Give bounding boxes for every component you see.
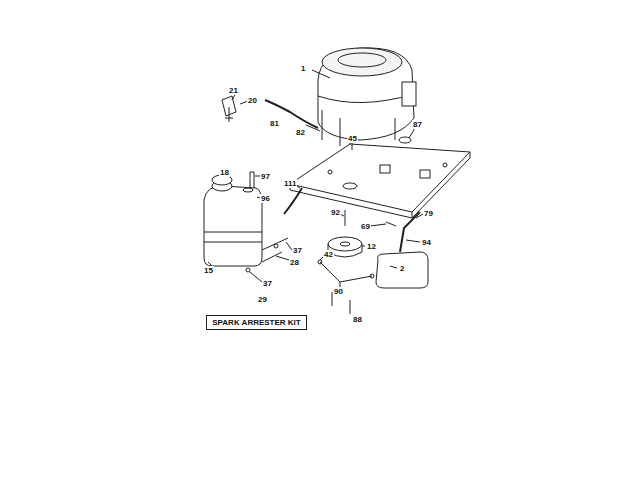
callout-number: 29 <box>257 295 268 304</box>
callout-number: 2 <box>399 264 405 273</box>
callout-number: 97 <box>260 172 271 181</box>
kit-box: SPARK ARRESTER KIT <box>206 315 307 330</box>
callout-number: 37 <box>292 246 303 255</box>
callout-number: 12 <box>366 242 377 251</box>
callout-number: 15 <box>203 266 214 275</box>
callout-number: 88 <box>352 315 363 324</box>
callout-number: 69 <box>360 222 371 231</box>
callout-number: 45 <box>347 134 358 143</box>
callout-number: 96 <box>260 194 271 203</box>
callout-number: 79 <box>423 209 434 218</box>
callout-number: 28 <box>289 258 300 267</box>
callout-number: 90 <box>333 287 344 296</box>
callout-number: 92 <box>330 208 341 217</box>
callout-number: 111 <box>283 179 297 188</box>
callout-number: 21 <box>228 86 239 95</box>
callout-number: 82 <box>295 128 306 137</box>
callout-number: 20 <box>247 96 258 105</box>
callout-number: 37 <box>262 279 273 288</box>
callout-number: 87 <box>412 120 423 129</box>
callout-number: 18 <box>219 168 230 177</box>
callout-number: 1 <box>300 64 306 73</box>
callout-number: 42 <box>323 250 334 259</box>
callout-number: 81 <box>269 119 280 128</box>
kit-label: SPARK ARRESTER KIT <box>212 318 300 327</box>
callout-number: 94 <box>421 238 432 247</box>
